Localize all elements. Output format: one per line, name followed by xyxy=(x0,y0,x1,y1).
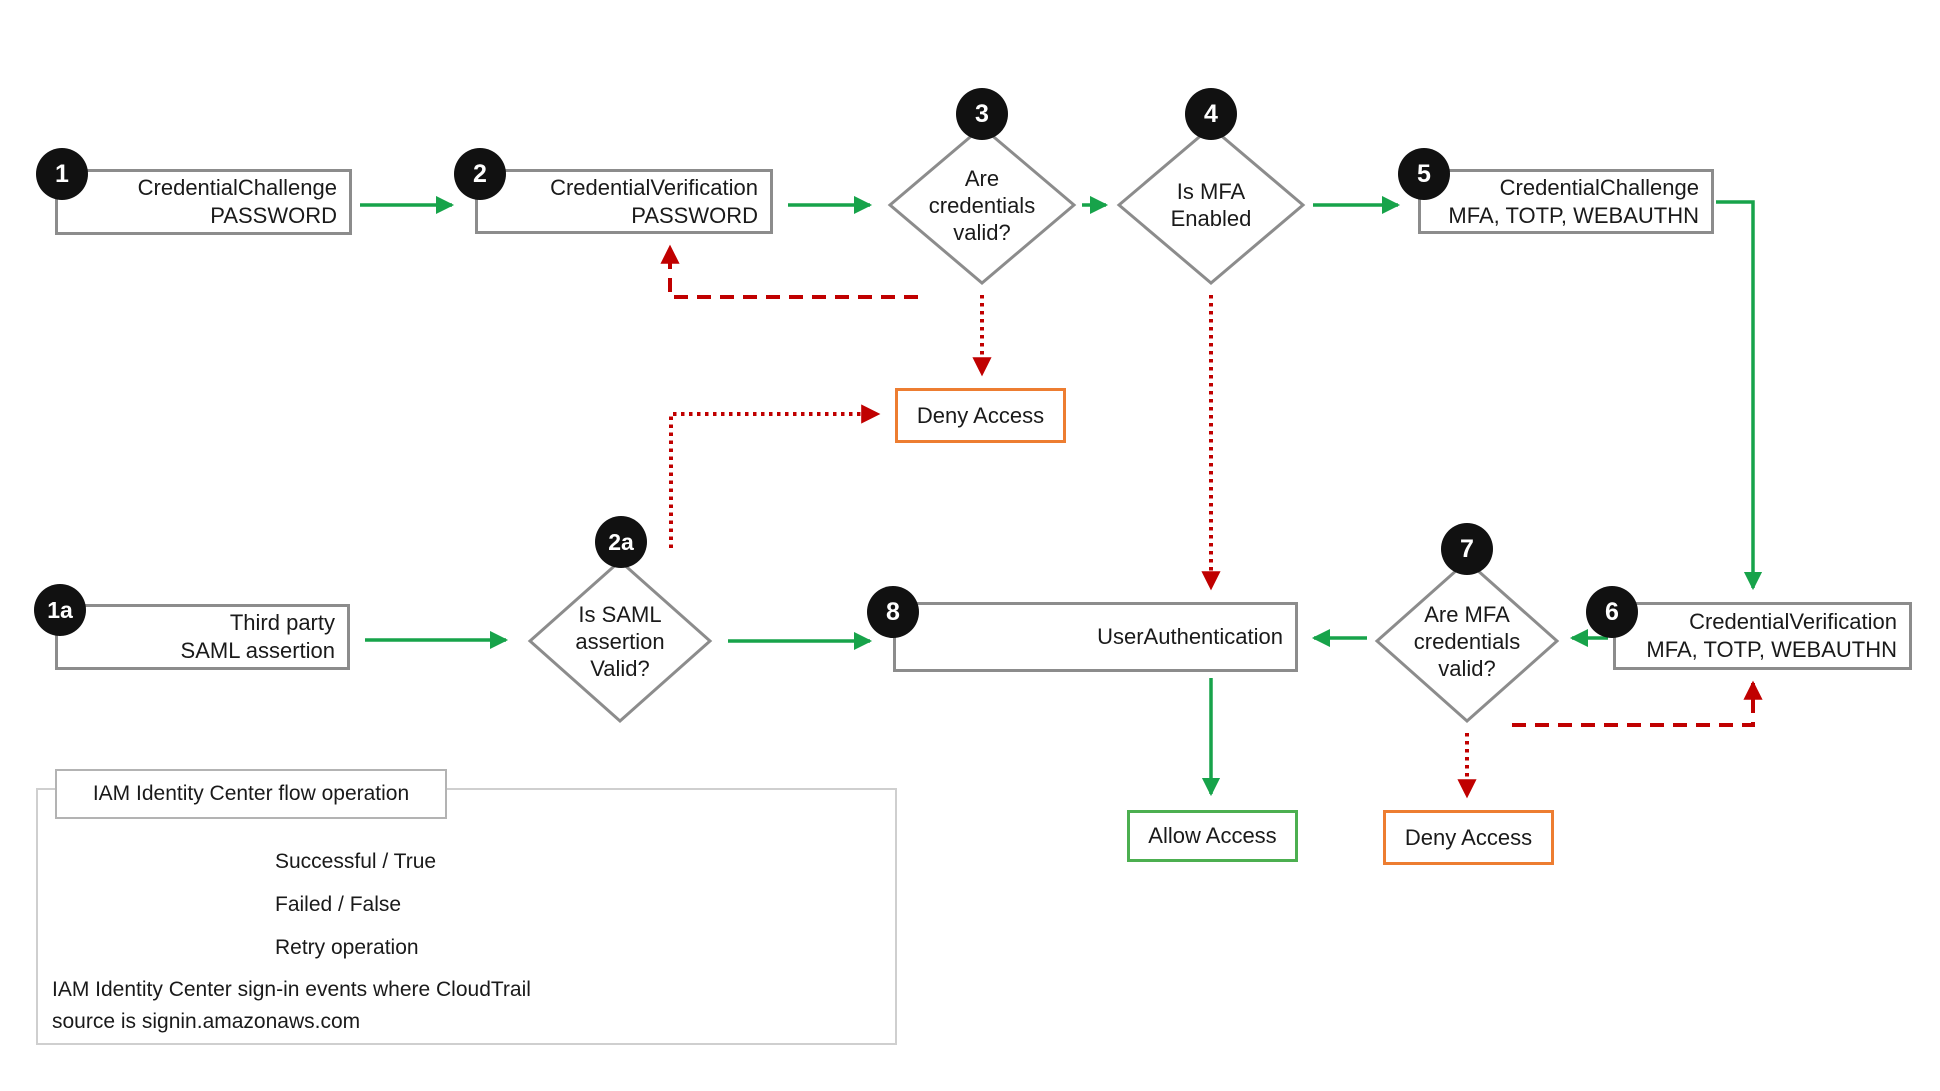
step1a-line2: SAML assertion xyxy=(180,638,335,663)
legend-note-line1: IAM Identity Center sign-in events where… xyxy=(52,978,531,1001)
decision-7-diamond xyxy=(1374,558,1560,724)
deny-access-top-box: Deny Access xyxy=(895,388,1066,443)
step8-box: UserAuthentication xyxy=(893,602,1298,672)
step1a-badge: 1a xyxy=(34,584,86,636)
step8-line1: UserAuthentication xyxy=(1097,624,1283,649)
step2-line1: CredentialVerification xyxy=(550,174,758,200)
step8-badge: 8 xyxy=(867,586,919,638)
step3-label: Are credentials valid? xyxy=(928,165,1036,245)
step1-line1: CredentialChallenge xyxy=(137,175,337,200)
legend-item-failed: Failed / False xyxy=(275,893,402,916)
step2a-badge: 2a xyxy=(595,516,647,568)
step6-badge: 6 xyxy=(1586,586,1638,638)
legend-note-line2: source is signin.amazonaws.com xyxy=(52,1010,361,1033)
step4-label: Is MFA Enabled xyxy=(1170,179,1252,231)
step2a-label: Is SAML assertion Valid? xyxy=(575,601,665,681)
legend-title: IAM Identity Center flow operation xyxy=(55,769,447,819)
legend-item-successful: Successful / True xyxy=(275,850,437,873)
arrow-retry-7-to-6 xyxy=(1512,680,1763,727)
step6-line2: MFA, TOTP, WEBAUTHN xyxy=(1646,637,1897,662)
step2-badge: 2 xyxy=(454,148,506,200)
deny-access-bottom-box: Deny Access xyxy=(1383,810,1554,865)
legend-box xyxy=(36,788,897,1045)
step2-box: CredentialVerification PASSWORD xyxy=(475,169,773,234)
step6-box: CredentialVerification MFA, TOTP, WEBAUT… xyxy=(1613,602,1912,670)
step6-line1: CredentialVerification xyxy=(1689,609,1897,634)
step5-line1: CredentialChallenge xyxy=(1499,174,1699,200)
legend-item-retry: Retry operation xyxy=(275,936,419,959)
step2-line2: PASSWORD xyxy=(631,202,758,228)
step1a-box: Third party SAML assertion xyxy=(55,604,350,670)
step5-badge: 5 xyxy=(1398,148,1450,200)
decision-2a-diamond xyxy=(527,558,713,724)
step3-badge: 3 xyxy=(956,88,1008,140)
arrow-2a-to-deny-top xyxy=(669,404,881,548)
arrow-5-to-6 xyxy=(1716,200,1763,591)
decision-3-diamond xyxy=(887,125,1077,285)
step5-box: CredentialChallenge MFA, TOTP, WEBAUTHN xyxy=(1418,169,1714,234)
step7-badge: 7 xyxy=(1441,523,1493,575)
decision-4-diamond xyxy=(1116,125,1306,285)
step1-line2: PASSWORD xyxy=(210,203,337,228)
step4-badge: 4 xyxy=(1185,88,1237,140)
step7-label: Are MFA credentials valid? xyxy=(1413,601,1521,681)
step1-box: CredentialChallenge PASSWORD xyxy=(55,169,352,235)
arrow-retry-3-to-2 xyxy=(660,244,918,299)
step1-badge: 1 xyxy=(36,148,88,200)
step5-line2: MFA, TOTP, WEBAUTHN xyxy=(1448,202,1699,228)
allow-access-box: Allow Access xyxy=(1127,810,1298,862)
step1a-line1: Third party xyxy=(229,610,335,635)
